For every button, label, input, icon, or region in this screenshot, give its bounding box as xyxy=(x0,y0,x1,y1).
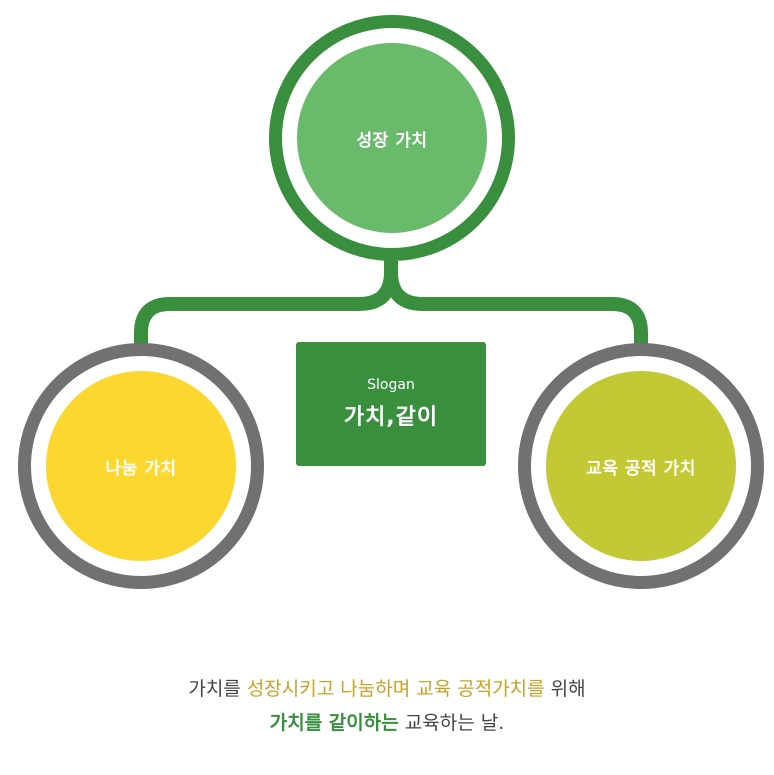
description-text: 가치를 성장시키고 나눔하며 교육 공적가치를 위해 가치를 같이하는 교육하는… xyxy=(0,672,774,740)
description-segment: 위해 xyxy=(544,678,586,700)
description-line-2: 가치를 같이하는 교육하는 날. xyxy=(0,706,774,740)
growth-value-node: 성장 가치 xyxy=(297,43,487,233)
description-highlight: 성장시키고 나눔하며 교육 공적가치를 xyxy=(246,678,545,700)
description-segment: 가치를 xyxy=(188,678,247,700)
description-line-1: 가치를 성장시키고 나눔하며 교육 공적가치를 위해 xyxy=(0,672,774,706)
description-segment: 교육하는 날. xyxy=(398,712,505,734)
sharing-value-label: 나눔 가치 xyxy=(105,458,177,479)
growth-value-label: 성장 가치 xyxy=(356,130,428,151)
connector-path xyxy=(134,256,648,352)
slogan-box: Slogan 가치,같이 xyxy=(296,342,486,466)
slogan-text: 가치,같이 xyxy=(343,405,439,430)
education-public-value-node: 교육 공적 가치 xyxy=(546,371,736,561)
slogan-caption: Slogan xyxy=(367,377,415,393)
education-public-value-label: 교육 공적 가치 xyxy=(586,458,696,479)
description-highlight: 가치를 같이하는 xyxy=(269,712,399,734)
sharing-value-node: 나눔 가치 xyxy=(46,371,236,561)
